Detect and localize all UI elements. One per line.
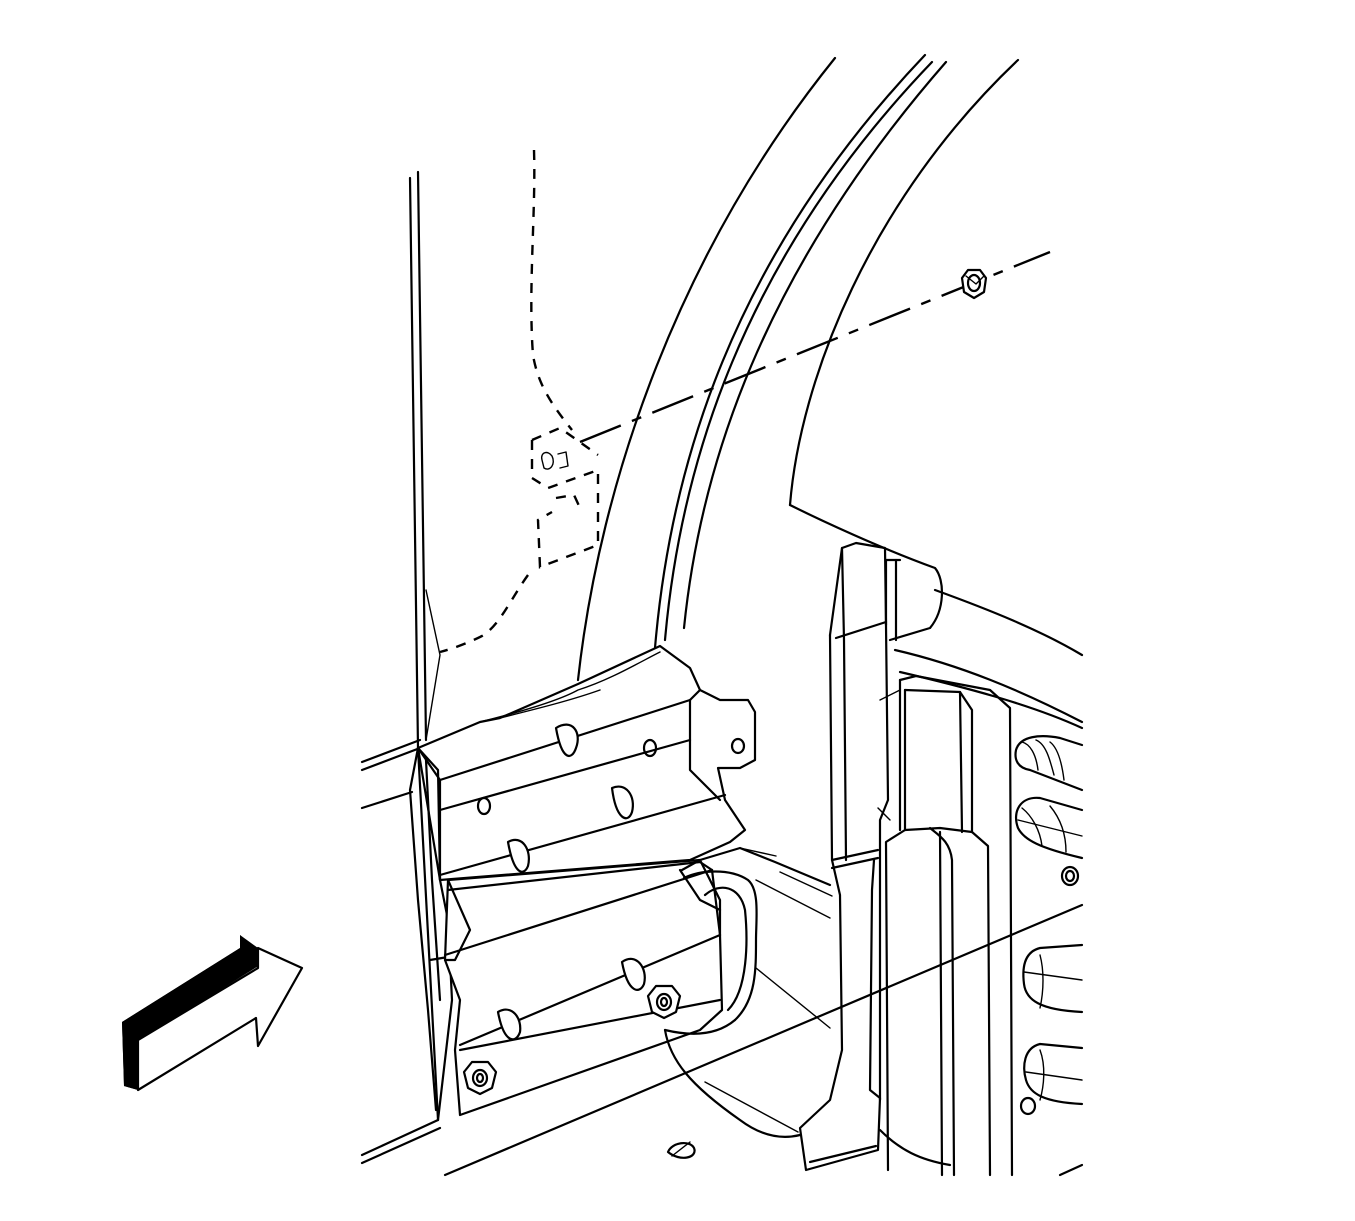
hidden-panel-outline — [439, 149, 600, 654]
floor-pockets — [1014, 735, 1084, 1177]
trim-panel — [877, 674, 1014, 1177]
direction-arrow-icon — [122, 935, 304, 1092]
upper-bracket — [416, 644, 757, 882]
hidden-clip — [540, 451, 569, 470]
sill-lines — [360, 738, 1084, 1177]
bolt-icon-lower — [462, 1060, 498, 1096]
bolt-icon — [646, 984, 682, 1020]
wheelhouse-inner — [788, 503, 1084, 730]
floor-duct — [663, 846, 833, 1159]
nut-icon — [960, 268, 988, 300]
lower-bracket — [443, 858, 724, 1117]
vertical-channel — [798, 541, 902, 1172]
wheel-arch — [576, 53, 1020, 682]
